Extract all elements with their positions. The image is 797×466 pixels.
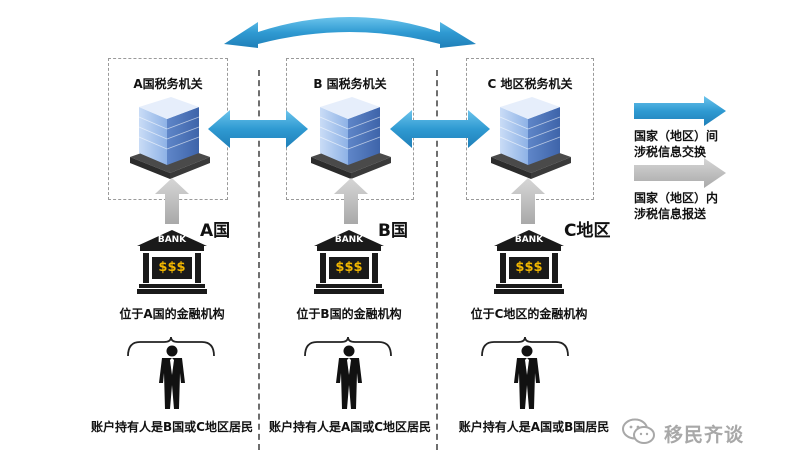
institution-label: 位于B国的金融机构 <box>296 307 402 321</box>
account-holder-label: 账户持有人是B国或C地区居民 <box>91 420 253 434</box>
bank-icon: BANK $$$ <box>494 230 564 294</box>
legend-exchange-line2: 涉税信息交换 <box>634 145 707 159</box>
country-label: C地区 <box>564 221 611 241</box>
person-icon <box>514 345 540 409</box>
tax-office-label: C 地区税务机关 <box>487 77 573 91</box>
divider-line <box>258 70 260 450</box>
watermark-text: 移民齐谈 <box>664 424 745 446</box>
legend-exchange-line1: 国家（地区）间 <box>634 129 719 143</box>
office-building-icon <box>491 97 571 179</box>
report-arrow-b <box>334 178 368 224</box>
report-arrow-a <box>155 178 189 224</box>
legend-report-line2: 涉税信息报送 <box>634 207 707 221</box>
bank-sign: BANK <box>157 235 187 245</box>
brace-icon <box>481 336 569 357</box>
legend-report-arrow-icon <box>634 158 726 188</box>
country-label: A国 <box>200 221 231 241</box>
brace-icon <box>127 336 215 357</box>
account-holder-label: 账户持有人是A国或B国居民 <box>458 420 610 434</box>
bank-sign: BANK <box>514 235 544 245</box>
divider-line <box>436 70 438 450</box>
person-icon <box>159 345 185 409</box>
institution-label: 位于C地区的金融机构 <box>470 307 588 321</box>
exchange-arrow-a-b <box>208 110 308 148</box>
tax-office-label: B 国税务机关 <box>313 77 387 91</box>
tax-office-label: A国税务机关 <box>133 77 203 91</box>
office-building-icon <box>130 97 210 179</box>
legend-exchange-arrow-icon <box>634 96 726 126</box>
institution-label: 位于A国的金融机构 <box>119 307 225 321</box>
bank-icon: BANK $$$ <box>137 230 207 294</box>
brace-icon <box>304 336 392 357</box>
person-icon <box>336 345 362 409</box>
country-label: B国 <box>378 221 408 241</box>
report-arrow-c <box>511 178 545 224</box>
exchange-arrow-b-c <box>390 110 490 148</box>
money-sign: $$$ <box>158 260 186 275</box>
account-holder-label: 账户持有人是A国或C地区居民 <box>268 420 432 434</box>
bank-sign: BANK <box>334 235 364 245</box>
money-sign: $$$ <box>335 260 363 275</box>
legend-report-text: 国家（地区）内 涉税信息报送 <box>634 190 718 222</box>
legend-report-line1: 国家（地区）内 <box>634 191 719 205</box>
top-exchange-arrow <box>224 17 476 48</box>
wechat-icon <box>622 418 655 444</box>
money-sign: $$$ <box>515 260 543 275</box>
legend-exchange-text: 国家（地区）间 涉税信息交换 <box>634 128 718 160</box>
bank-icon: BANK $$$ <box>314 230 384 294</box>
office-building-icon <box>311 97 391 179</box>
